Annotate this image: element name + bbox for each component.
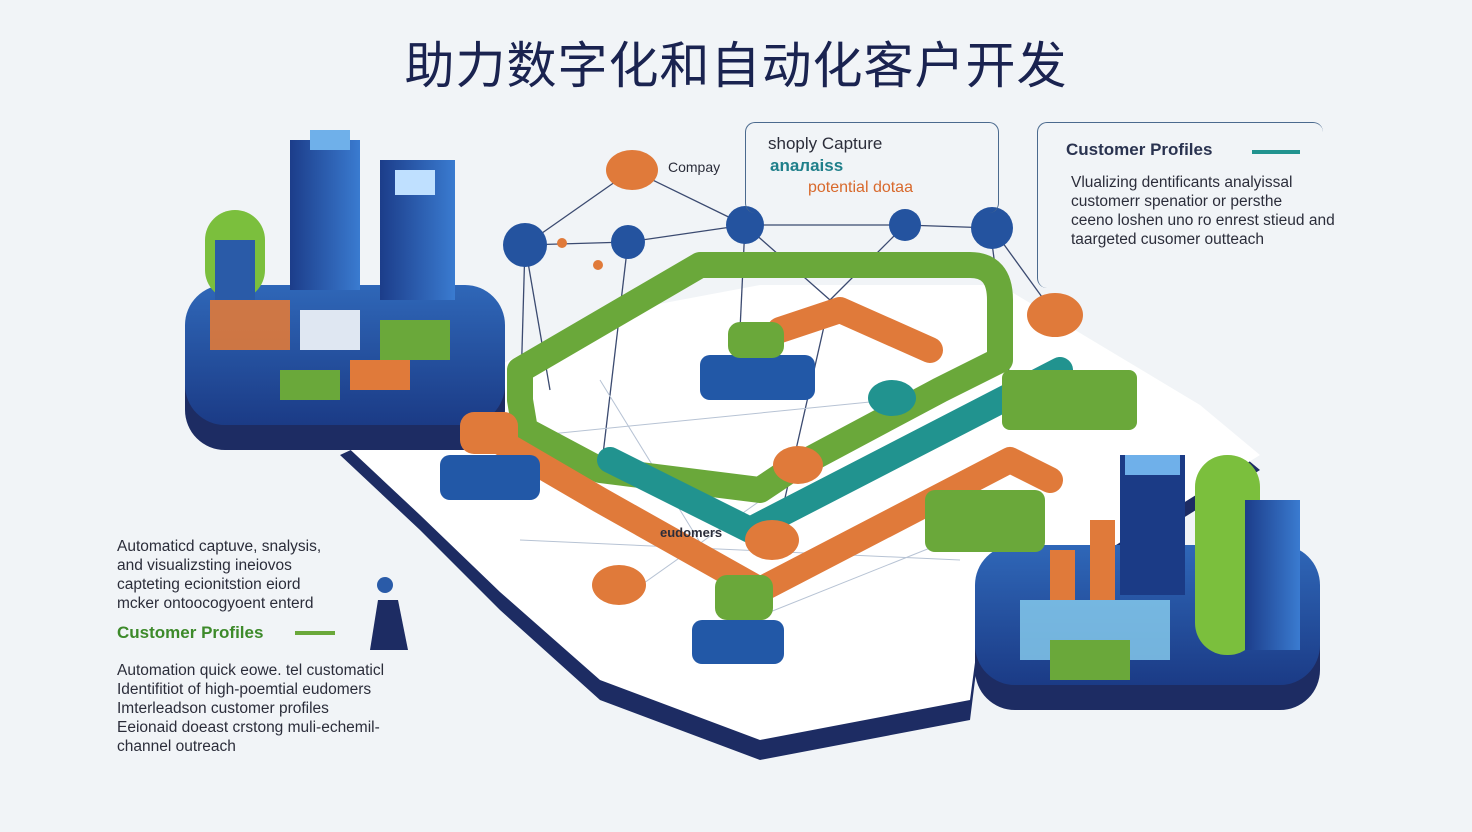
left-panel-line-9: channel outreach	[117, 738, 236, 755]
callout-line-1: shoply Capture	[768, 134, 883, 153]
left-panel-line-2: and visualizsting ineiovos	[117, 557, 292, 574]
left-panel-line-6: Identifitiot of high-poemtial eudomers	[117, 681, 372, 698]
right-panel-heading: Customer Profiles	[1066, 140, 1213, 159]
left-panel-line-5: Automation quick eowe. tel customaticl	[117, 662, 385, 679]
person-icon	[370, 577, 408, 650]
callout-line-3: potential dotaa	[808, 179, 913, 196]
right-panel-line-3: ceeno loshen uno ro enrest stieud and	[1071, 212, 1335, 229]
right-panel-frame	[1037, 122, 1323, 288]
right-panel-line-1: Vlualizing dentificants analyissal	[1071, 174, 1293, 191]
platform-nodes	[440, 322, 1137, 664]
right-panel-line-4: taargeted cusomer outteach	[1071, 231, 1265, 248]
right-data-center	[975, 455, 1320, 710]
customers-label: eudomers	[660, 525, 723, 540]
floating-nodes	[503, 150, 1083, 337]
left-panel-line-8: Eeionaid doeast crstong muli-echemil-	[117, 719, 380, 736]
left-panel-line-1: Automaticd captuve, snalysis,	[117, 538, 322, 555]
page-title: 助力数字化和自动化客户开发	[404, 37, 1068, 95]
left-panel-heading: Customer Profiles	[117, 623, 264, 642]
right-panel-line-2: customerr spenatior or persthe	[1071, 193, 1283, 210]
callout-line-2: anaлaiss	[770, 156, 844, 175]
company-label: Compay	[668, 159, 721, 175]
top-callout-frame	[745, 122, 999, 213]
left-panel-line-7: Imterleadson customer profiles	[117, 700, 329, 717]
left-data-center	[185, 130, 505, 450]
left-panel-line-3: capteting ecionitstion eiord	[117, 576, 301, 593]
left-panel-line-4: mcker ontoocogyoent enterd	[117, 595, 314, 612]
